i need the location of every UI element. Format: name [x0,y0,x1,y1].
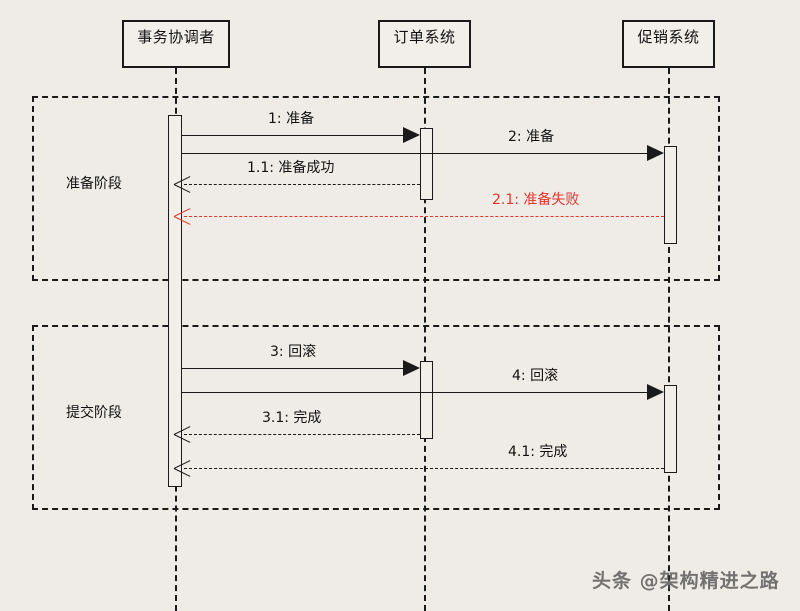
participant-label-order: 订单系统 [393,28,456,46]
message-label-m21: 2.1: 准备失败 [492,192,580,208]
lifeline-order [424,68,426,611]
participant-label-promotion: 促销系统 [637,28,700,46]
message-line-m1 [182,135,404,136]
participant-label-coordinator: 事务协调者 [137,28,215,46]
message-arrowhead-m2 [647,145,664,161]
message-label-m1: 1: 准备 [268,111,315,127]
phase-frame-prepare [32,96,720,281]
message-arrowhead-m11 [173,176,191,193]
message-label-m31: 3.1: 完成 [262,410,322,426]
message-label-m4: 4: 回滚 [512,368,559,384]
message-label-m2: 2: 准备 [508,129,555,145]
message-line-m41 [184,468,664,469]
participant-box-order[interactable]: 订单系统 [378,20,471,68]
message-arrowhead-m21 [173,208,191,225]
watermark-text: 头条 @架构精进之路 [592,570,780,592]
phase-frame-commit [32,325,720,510]
phase-label-prepare: 准备阶段 [66,176,122,192]
message-line-m3 [182,368,404,369]
activation-bar-coordinator [168,115,182,487]
message-line-m11 [184,184,420,185]
phase-label-commit: 提交阶段 [66,405,122,421]
message-line-m31 [184,434,420,435]
message-label-m41: 4.1: 完成 [508,444,568,460]
message-arrowhead-m41 [173,460,191,477]
message-line-m4 [182,392,648,393]
participant-box-coordinator[interactable]: 事务协调者 [122,20,230,68]
participant-box-promotion[interactable]: 促销系统 [622,20,715,68]
activation-bar-promotion-prepare [664,146,677,244]
activation-bar-order-commit [420,361,433,439]
lifeline-promotion [668,68,670,611]
message-arrowhead-m4 [647,384,664,400]
message-arrowhead-m3 [403,360,420,376]
message-line-m2 [182,153,648,154]
message-line-m21 [184,216,664,217]
activation-bar-order-prepare [420,128,433,200]
message-label-m11: 1.1: 准备成功 [247,160,335,176]
message-label-m3: 3: 回滚 [270,344,317,360]
activation-bar-promotion-commit [664,385,677,473]
message-arrowhead-m1 [403,127,420,143]
message-arrowhead-m31 [173,426,191,443]
